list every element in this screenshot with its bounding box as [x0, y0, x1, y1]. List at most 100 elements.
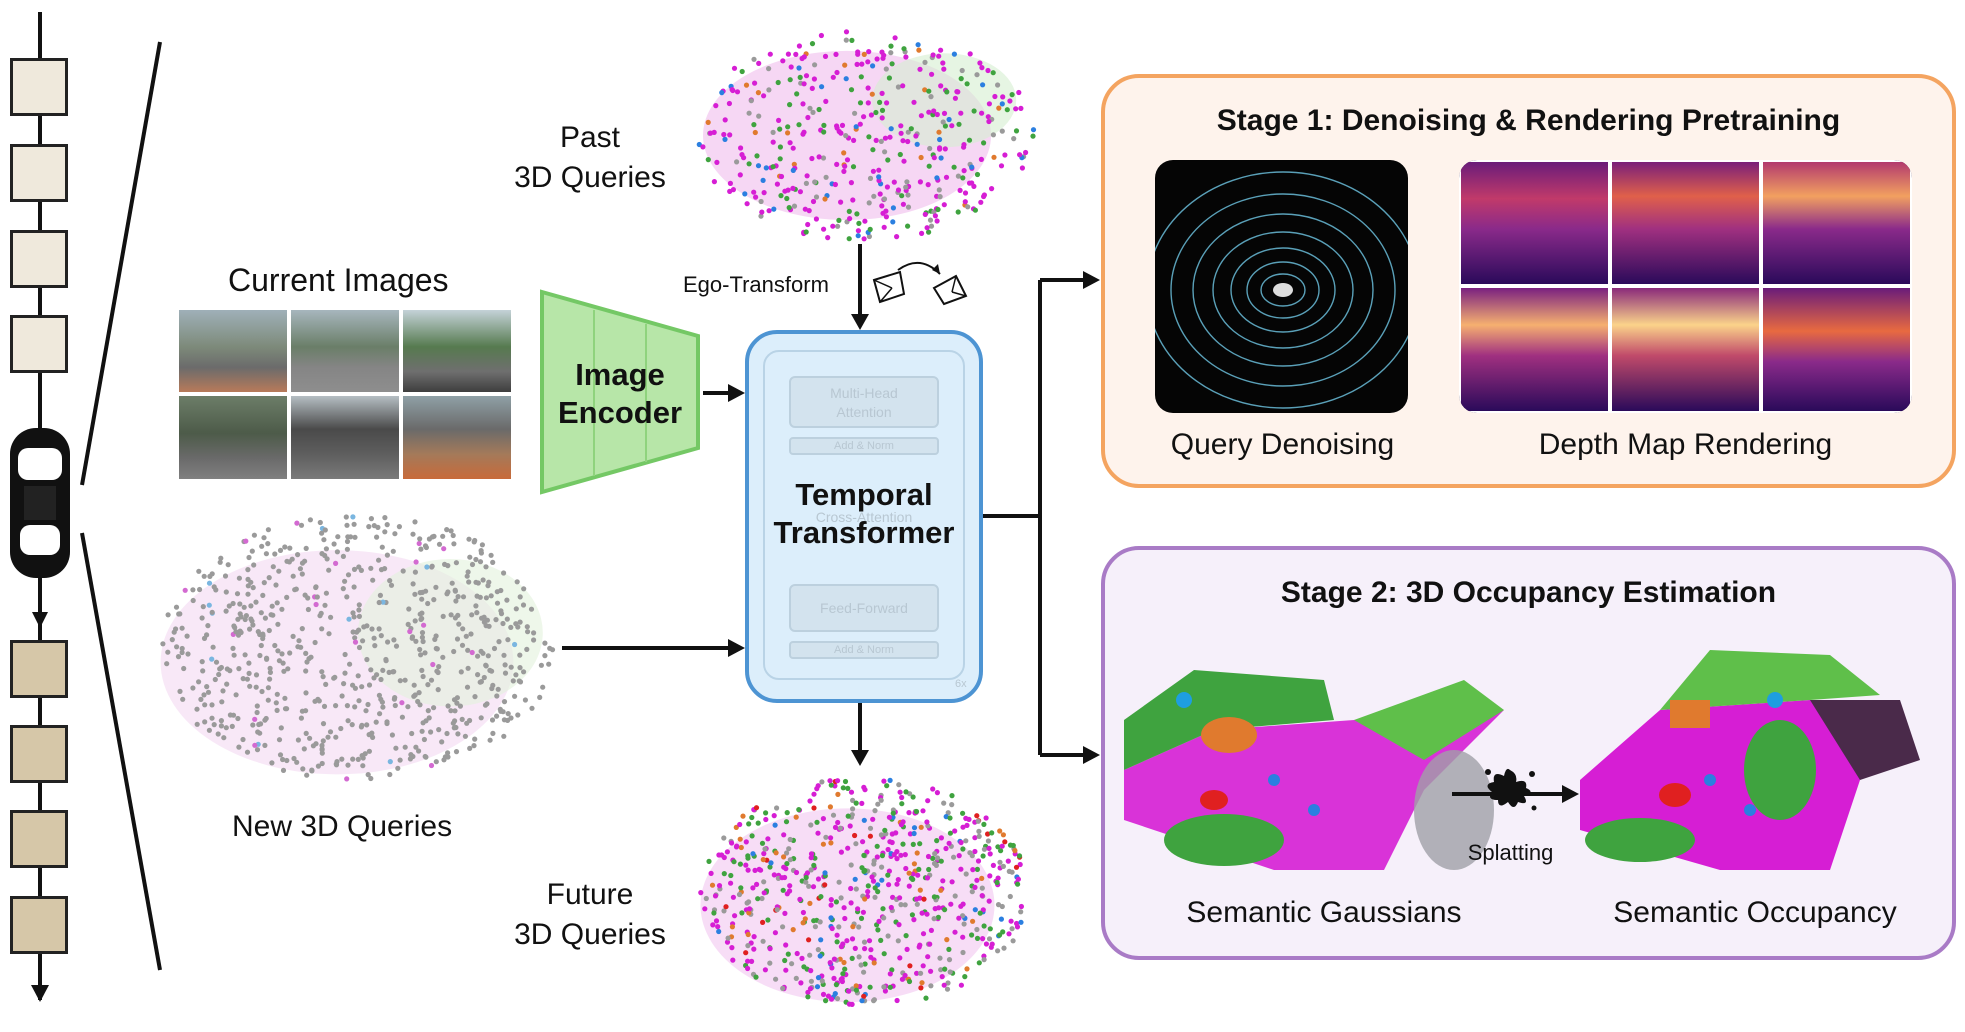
query-point — [809, 85, 815, 91]
query-point — [971, 108, 977, 114]
query-point — [342, 578, 348, 584]
query-point — [956, 915, 962, 921]
query-point — [934, 790, 940, 796]
query-point — [377, 592, 383, 598]
query-point — [242, 652, 248, 658]
query-point — [700, 144, 706, 150]
past-queries-cloud — [696, 29, 1037, 242]
query-point — [787, 140, 793, 146]
query-point — [854, 61, 860, 67]
query-point — [410, 531, 416, 537]
query-point — [949, 793, 955, 799]
query-point — [373, 719, 379, 725]
query-point — [709, 882, 716, 888]
query-point — [702, 906, 708, 912]
query-point — [303, 730, 309, 736]
query-point — [356, 644, 363, 651]
query-point — [952, 95, 958, 101]
query-point — [805, 994, 811, 1000]
query-point — [828, 996, 835, 1002]
query-point — [455, 594, 461, 600]
query-point — [525, 629, 531, 635]
query-point — [468, 631, 474, 637]
current-images-label: Current Images — [228, 262, 449, 298]
query-point — [190, 597, 196, 604]
query-point — [174, 644, 180, 650]
query-point — [716, 883, 723, 889]
query-point — [931, 108, 937, 114]
query-point — [269, 603, 275, 609]
query-point — [1009, 92, 1015, 98]
query-point — [723, 904, 729, 910]
query-point — [882, 827, 888, 833]
query-point — [934, 111, 940, 118]
query-point — [906, 883, 912, 889]
query-point — [926, 88, 932, 94]
query-point — [407, 628, 413, 635]
query-point — [852, 876, 858, 882]
query-point — [914, 141, 920, 147]
query-point — [822, 882, 828, 888]
query-point — [822, 196, 828, 202]
query-point — [803, 229, 809, 235]
query-point — [819, 84, 825, 90]
query-point — [938, 967, 944, 973]
query-point — [916, 866, 922, 872]
query-point — [707, 130, 714, 136]
query-point — [190, 587, 196, 593]
query-point — [820, 991, 827, 997]
query-point — [254, 747, 261, 753]
query-point — [392, 531, 398, 537]
query-point — [909, 912, 915, 918]
query-point — [908, 126, 914, 132]
query-point — [274, 691, 280, 697]
query-point — [369, 730, 375, 736]
query-point — [428, 677, 435, 683]
query-point — [464, 720, 470, 726]
query-point — [705, 119, 711, 125]
query-point — [412, 591, 418, 597]
query-point — [739, 910, 745, 916]
query-point — [473, 556, 479, 563]
query-point — [319, 760, 325, 767]
query-point — [751, 934, 757, 940]
query-point — [448, 708, 454, 714]
query-point — [874, 56, 880, 62]
query-point — [363, 708, 369, 714]
query-point — [413, 638, 419, 644]
query-point — [879, 107, 886, 113]
query-point — [775, 79, 781, 86]
query-point — [807, 798, 813, 804]
query-point — [320, 738, 326, 744]
query-point — [969, 180, 975, 186]
query-point — [946, 957, 953, 963]
query-point — [318, 610, 324, 616]
query-point — [788, 64, 794, 70]
query-point — [521, 586, 527, 592]
query-point — [390, 548, 396, 554]
query-point — [944, 89, 950, 95]
query-point — [887, 134, 893, 140]
query-point — [169, 637, 175, 643]
query-point — [517, 679, 524, 685]
query-point — [339, 756, 345, 762]
query-point — [422, 753, 428, 760]
query-point — [835, 819, 841, 826]
query-point — [471, 743, 477, 749]
camera-pose-icon — [872, 262, 968, 306]
query-point — [849, 37, 855, 43]
query-point — [319, 746, 325, 752]
query-point — [833, 51, 839, 58]
query-point — [763, 810, 769, 816]
query-point — [951, 51, 957, 57]
query-point — [376, 626, 382, 632]
query-point — [865, 85, 871, 91]
query-point — [894, 997, 900, 1004]
query-point — [249, 618, 255, 624]
query-point — [947, 815, 953, 821]
query-point — [785, 51, 791, 57]
query-point — [290, 573, 296, 579]
query-point — [755, 820, 761, 826]
query-point — [498, 608, 504, 614]
query-point — [459, 716, 465, 722]
